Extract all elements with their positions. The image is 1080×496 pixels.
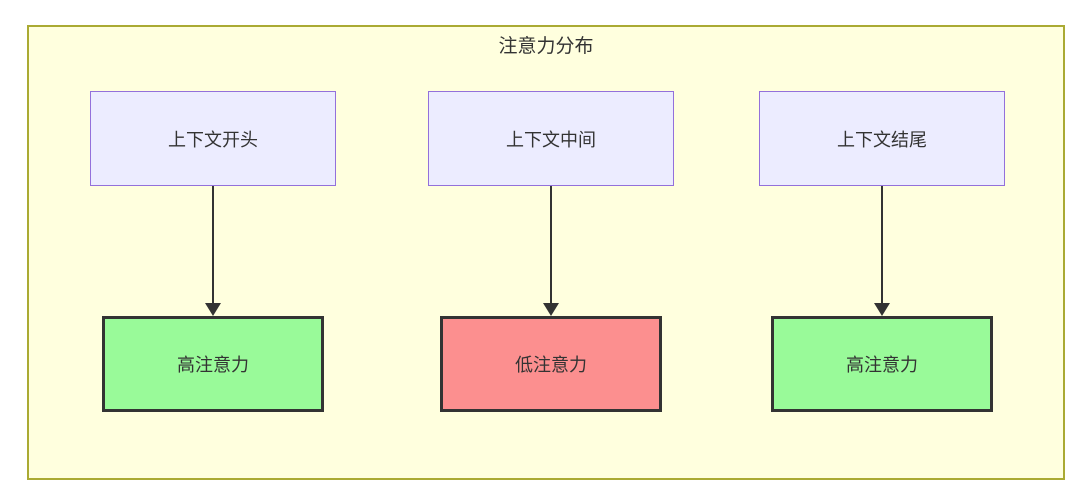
attention-distribution-subgraph: 注意力分布 上下文开头 高注意力 上下文中间 低注意力 上下文结尾 高注意力 [27, 25, 1065, 480]
down-arrow-icon [542, 186, 560, 316]
arrow-shaft [881, 186, 883, 304]
column-context-start: 上下文开头 高注意力 [89, 91, 337, 412]
down-arrow-icon [873, 186, 891, 316]
node-context-end: 上下文结尾 [759, 91, 1005, 186]
column-context-middle: 上下文中间 低注意力 [427, 91, 675, 412]
down-arrow-icon [204, 186, 222, 316]
arrow-shaft [212, 186, 214, 304]
diagram-title: 注意力分布 [498, 36, 594, 57]
arrow-shaft [550, 186, 552, 304]
arrow-head [543, 303, 559, 316]
node-low-attention-middle: 低注意力 [440, 316, 662, 412]
node-high-attention-start: 高注意力 [102, 316, 324, 412]
node-context-start: 上下文开头 [90, 91, 336, 186]
column-context-end: 上下文结尾 高注意力 [758, 91, 1006, 412]
arrow-head [874, 303, 890, 316]
node-high-attention-end: 高注意力 [771, 316, 993, 412]
arrow-head [205, 303, 221, 316]
node-context-middle: 上下文中间 [428, 91, 674, 186]
